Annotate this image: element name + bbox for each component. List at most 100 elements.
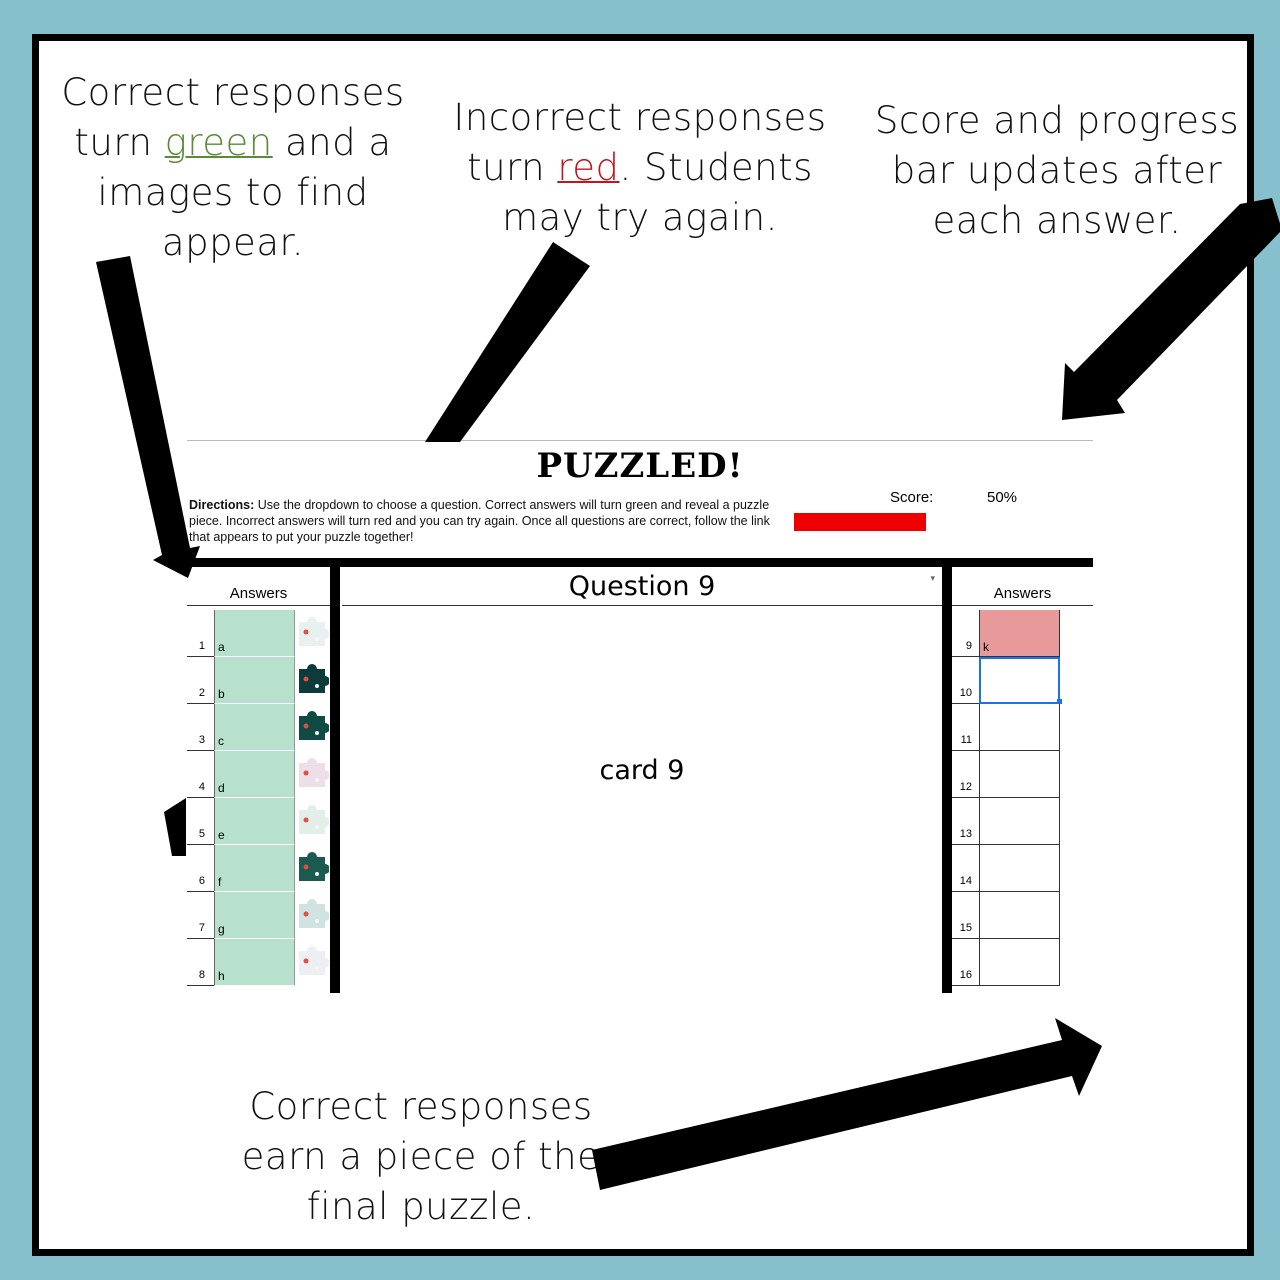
answer-text: b xyxy=(218,687,225,701)
answer-cell[interactable] xyxy=(979,704,1060,751)
puzzle-piece-icon xyxy=(297,755,330,795)
answer-cell[interactable]: g xyxy=(214,892,295,939)
row-number: 1 xyxy=(198,640,205,652)
row-number: 9 xyxy=(965,640,972,652)
row-number: 5 xyxy=(198,828,205,840)
green-word: green xyxy=(164,121,273,164)
row-number: 11 xyxy=(960,734,972,746)
answer-text: e xyxy=(218,828,225,842)
callout-line: final puzzle. xyxy=(306,1185,536,1228)
callout-line: Correct responses xyxy=(249,1085,593,1128)
answer-text: g xyxy=(218,922,225,936)
row-rule xyxy=(952,938,979,939)
row-number: 7 xyxy=(198,922,205,934)
question-label: Question 9 xyxy=(568,571,716,602)
dropdown-arrow-icon[interactable]: ▾ xyxy=(930,574,935,584)
answer-cell[interactable] xyxy=(979,845,1060,892)
answer-cell[interactable]: b xyxy=(214,657,295,704)
header-divider xyxy=(187,558,1093,567)
answer-cell[interactable] xyxy=(979,751,1060,798)
callout-incorrect-red: Incorrect responses turn red. Students m… xyxy=(445,93,835,243)
selection-handle[interactable] xyxy=(1057,699,1062,704)
row-rule xyxy=(187,844,214,845)
callout-correct-green: Correct responses turn green and a image… xyxy=(48,68,418,268)
callout-earn-piece: Correct responses earn a piece of the fi… xyxy=(236,1082,606,1232)
callout-word: and a xyxy=(272,121,392,164)
callout-line: bar updates after xyxy=(891,149,1223,192)
score-value: 50% xyxy=(987,489,1018,506)
answer-cell[interactable]: a xyxy=(214,610,295,657)
puzzle-spreadsheet: PUZZLED! Directions: Use the dropdown to… xyxy=(187,440,1093,1000)
row-number: 16 xyxy=(959,969,972,981)
answer-cell[interactable]: h xyxy=(214,939,295,986)
callout-line: earn a piece of the xyxy=(241,1135,601,1178)
left-answers-label: Answers xyxy=(229,585,288,602)
answer-cell[interactable]: f xyxy=(214,845,295,892)
answer-cell[interactable]: c xyxy=(214,704,295,751)
row-rule xyxy=(952,985,979,986)
answer-cell[interactable]: k xyxy=(979,610,1060,657)
puzzle-piece-icon xyxy=(297,896,330,936)
row-number: 12 xyxy=(959,781,972,793)
row-rule xyxy=(187,985,214,986)
answer-text: f xyxy=(218,875,222,889)
directions-body: Use the dropdown to choose a question. C… xyxy=(189,498,770,544)
row-rule xyxy=(952,844,979,845)
answer-text: k xyxy=(983,640,989,654)
answer-text: h xyxy=(218,969,225,983)
answer-cell[interactable] xyxy=(979,657,1060,704)
puzzle-piece-icon xyxy=(297,661,330,701)
sheet-title: PUZZLED! xyxy=(536,446,744,486)
left-answers-header: Answers xyxy=(187,567,330,606)
row-rule xyxy=(952,703,979,704)
row-number: 2 xyxy=(198,687,205,699)
row-number: 15 xyxy=(959,922,972,934)
callout-line: appear. xyxy=(161,221,305,264)
row-rule xyxy=(187,656,214,657)
puzzle-piece-icon xyxy=(297,802,330,842)
answer-text: a xyxy=(218,640,225,654)
puzzle-piece-icon xyxy=(297,614,330,654)
row-rule xyxy=(187,797,214,798)
row-number: 8 xyxy=(198,969,205,981)
question-dropdown[interactable]: Question 9 ▾ xyxy=(342,567,942,606)
divider xyxy=(187,440,1093,441)
row-rule xyxy=(952,750,979,751)
callout-line: Score and progress xyxy=(874,99,1240,142)
row-number: 4 xyxy=(198,781,205,793)
callout-word: turn xyxy=(74,121,165,164)
progress-fill xyxy=(794,513,926,531)
right-answers-header: Answers xyxy=(952,567,1093,606)
red-word: red xyxy=(557,146,620,189)
row-number: 6 xyxy=(198,875,205,887)
row-rule xyxy=(952,797,979,798)
row-rule xyxy=(187,750,214,751)
answer-cell[interactable] xyxy=(979,798,1060,845)
callout-line: may try again. xyxy=(502,196,778,239)
puzzle-piece-icon xyxy=(297,943,330,983)
answer-cell[interactable] xyxy=(979,892,1060,939)
row-rule xyxy=(187,891,214,892)
callout-line: images to find xyxy=(97,171,369,214)
right-answers-label: Answers xyxy=(993,585,1052,602)
row-number: 13 xyxy=(959,828,972,840)
score-label: Score: xyxy=(890,489,934,506)
callout-line: turn green and a xyxy=(48,118,418,168)
row-number: 3 xyxy=(198,734,205,746)
puzzle-piece-icon xyxy=(297,708,330,748)
row-rule xyxy=(187,938,214,939)
answer-cell[interactable]: d xyxy=(214,751,295,798)
question-card: card 9 xyxy=(599,755,685,786)
callout-line: Incorrect responses xyxy=(453,96,827,139)
answer-cell[interactable]: e xyxy=(214,798,295,845)
callout-word: turn xyxy=(467,146,558,189)
row-number: 10 xyxy=(959,687,972,699)
answer-cell[interactable] xyxy=(979,939,1060,986)
directions-text: Directions: Use the dropdown to choose a… xyxy=(189,497,779,545)
directions-label: Directions: xyxy=(189,498,255,512)
callout-line: each answer. xyxy=(932,199,1182,242)
row-rule xyxy=(187,703,214,704)
puzzle-piece-icon xyxy=(297,849,330,889)
row-rule xyxy=(952,656,979,657)
row-rule xyxy=(952,891,979,892)
